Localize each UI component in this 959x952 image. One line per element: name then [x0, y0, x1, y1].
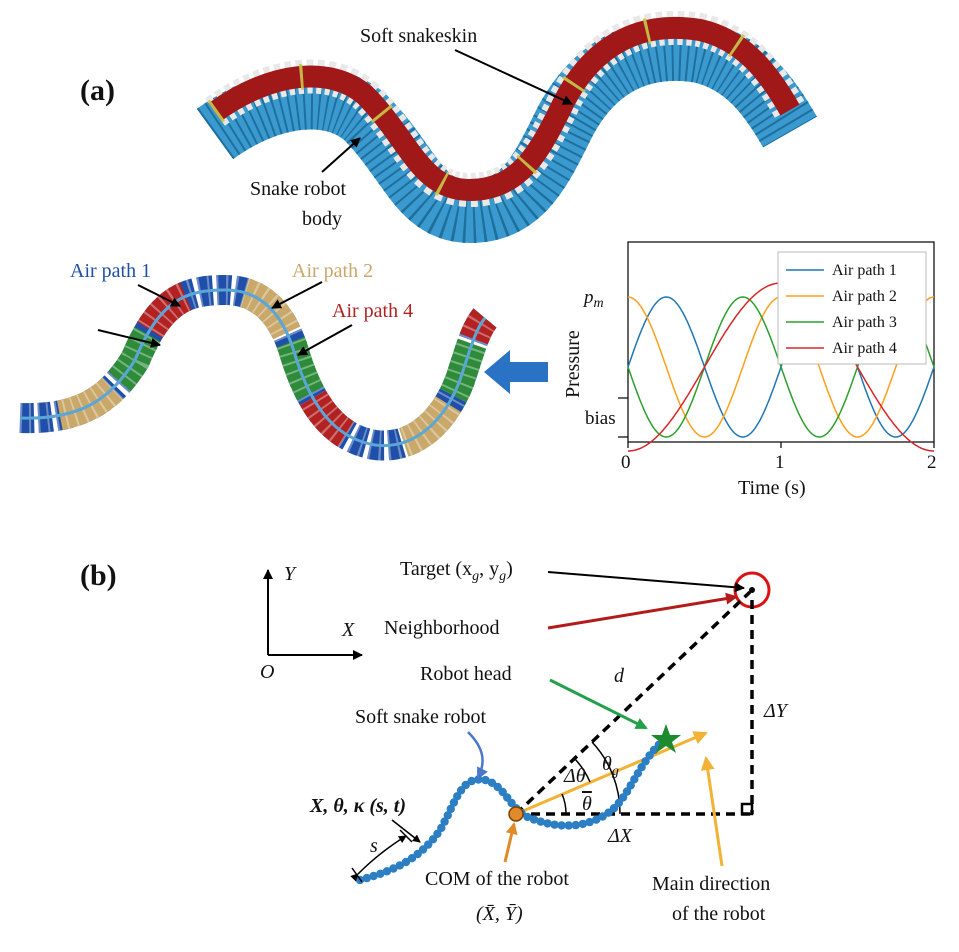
com-label-1: COM of the robot — [425, 868, 569, 890]
legend-air-path-3: Air path 3 — [832, 314, 897, 331]
robot-head-arrow — [549, 678, 648, 730]
snake-bead — [443, 811, 452, 820]
air-path-2-arrow — [271, 281, 323, 309]
right-angle-mark — [740, 802, 754, 816]
neighborhood-arrow — [547, 592, 738, 630]
delta-y-label: ΔY — [763, 700, 789, 722]
air-path-3-arrow — [97, 329, 161, 348]
air-path-1-label: Air path 1 — [70, 260, 151, 282]
robot-head-label: Robot head — [420, 663, 512, 685]
arc-length-s-label: s — [370, 835, 378, 857]
snake-bead — [626, 781, 635, 790]
theta-g-label: θg — [602, 753, 619, 779]
y-axis-label: Pressure — [562, 330, 584, 398]
snake-robot-3d — [196, 10, 817, 244]
snake-bead — [592, 815, 601, 824]
com-label-2: (X̄, Ȳ) — [476, 903, 523, 925]
arc-length-marker — [350, 835, 407, 882]
com-arrow — [503, 822, 518, 863]
pressure-chart: Air path 1 Air path 2 Air path 3 Air pat… — [562, 241, 937, 499]
snake-bead — [550, 820, 559, 829]
snake-bead — [446, 804, 455, 814]
snake-bead — [557, 821, 566, 830]
theta-bar-label: θ — [582, 793, 592, 815]
origin-label: O — [260, 661, 274, 683]
soft-snakeskin-label: Soft snakeskin — [360, 25, 477, 47]
soft-snake-robot-label: Soft snake robot — [355, 706, 487, 728]
soft-snake-robot-arrow — [467, 731, 488, 780]
snake-bead — [523, 812, 532, 822]
angle-arc-theta-bar — [561, 793, 567, 815]
state-variables-arrow — [391, 819, 421, 843]
snake-bead — [571, 820, 580, 830]
soft-snakeskin — [208, 16, 800, 202]
snake-bead — [529, 815, 539, 824]
axis-y-label: Y — [284, 563, 297, 585]
snake-bead — [536, 817, 545, 826]
flow-arrow — [484, 350, 548, 394]
distance-d-label: d — [614, 665, 625, 687]
snake-bead — [622, 787, 632, 796]
target-point — [749, 587, 755, 593]
neighborhood-label: Neighborhood — [384, 617, 500, 639]
snake-bead — [641, 757, 650, 766]
air-path-2-label: Air path 2 — [292, 260, 373, 282]
delta-theta-label: Δθ — [563, 765, 586, 787]
angle-arc-delta-theta — [573, 757, 591, 783]
coordinate-axes: Y X O — [260, 563, 363, 683]
y-tick-bias: bias — [585, 408, 616, 429]
com-point — [508, 806, 524, 822]
robot-body-label-2: body — [302, 208, 342, 230]
chart-legend: Air path 1 Air path 2 Air path 3 Air pat… — [777, 251, 927, 365]
main-direction-label-2: of the robot — [672, 903, 766, 925]
snake-bead — [449, 798, 459, 807]
delta-x-label: ΔX — [607, 825, 633, 847]
panel-a-label: (a) — [80, 74, 115, 107]
x-axis-label: Time (s) — [738, 477, 806, 499]
distance-d-line — [514, 590, 752, 816]
state-variables-label: X, θ, κ (s, t) — [309, 795, 406, 817]
panel-b-label: (b) — [80, 559, 117, 592]
target-arrow — [547, 571, 745, 593]
snake-bead — [633, 769, 643, 778]
snake-bead — [618, 793, 628, 802]
legend-air-path-2: Air path 2 — [832, 288, 897, 305]
snake-bead — [467, 776, 476, 786]
main-direction-label-1: Main direction — [652, 873, 770, 895]
robot-body-label-1: Snake robot — [250, 178, 347, 200]
main-direction-label-arrow — [700, 756, 724, 867]
air-path-4-label: Air path 4 — [332, 300, 413, 322]
legend-air-path-1: Air path 1 — [832, 262, 897, 279]
x-tick-2: 2 — [927, 452, 937, 473]
snake-bead — [578, 819, 587, 829]
snake-bead — [461, 780, 470, 790]
robot-body-arrow — [321, 137, 361, 173]
snake-bead — [440, 817, 449, 826]
y-tick-pm: pm — [582, 287, 604, 311]
soft-snakeskin-arrow — [454, 49, 573, 105]
target-label: Target (xg, yg) — [400, 558, 513, 584]
robot-head-star — [651, 724, 681, 753]
axis-x-label: X — [341, 619, 355, 641]
air-path-4-arrow — [297, 324, 353, 356]
snake-bead — [564, 821, 573, 830]
snake-air-paths — [19, 274, 498, 461]
snake-bead — [543, 819, 552, 828]
air-path-1-arrow — [137, 284, 181, 307]
snake-bead — [585, 817, 594, 827]
main-direction-arrow — [515, 731, 708, 816]
snake-bead — [637, 763, 646, 772]
snake-bead — [437, 823, 446, 833]
legend-air-path-4: Air path 4 — [832, 340, 897, 357]
snake-bead — [433, 829, 442, 838]
snake-bead — [453, 792, 462, 801]
x-tick-1: 1 — [775, 452, 785, 473]
x-tick-0: 0 — [621, 452, 631, 473]
